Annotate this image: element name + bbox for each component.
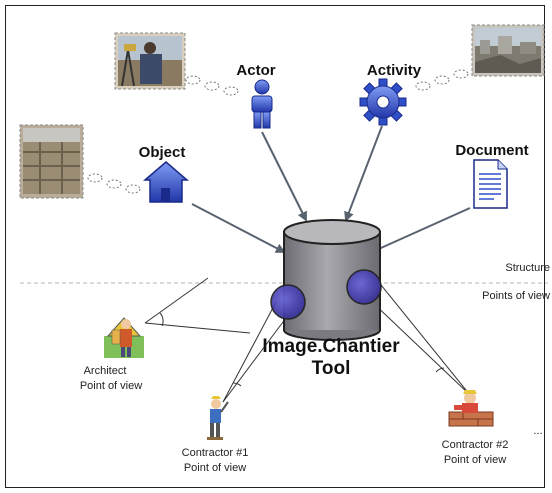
actor-photo (114, 32, 186, 90)
points-of-view-label: Points of view (482, 290, 550, 302)
contractor2-label-line1: Contractor #2 (442, 439, 509, 451)
contractor1-view-lines (222, 301, 287, 403)
actor-label: Actor (236, 62, 275, 79)
tool-title-line2: Tool (312, 358, 351, 379)
activity-arrow (344, 125, 383, 222)
architect-label-line2: Point of view (80, 380, 142, 392)
activity-photo-link (415, 69, 469, 91)
architect-view-lines (144, 277, 251, 334)
worker-icon (207, 396, 229, 440)
diagram-frame (5, 5, 545, 488)
document-icon (473, 159, 508, 209)
cylinder-icon (270, 219, 382, 341)
contractor2-view-lines (369, 284, 471, 396)
lens-left (270, 284, 306, 320)
mason-icon (448, 390, 494, 427)
document-label: Document (455, 142, 528, 159)
object-photo (19, 124, 84, 199)
structure-label: Structure (505, 262, 550, 274)
document-arrow (370, 207, 471, 254)
activity-label: Activity (367, 62, 422, 79)
contractor2-label-line2: Point of view (444, 454, 506, 466)
architect-label-line1: Architect (84, 365, 127, 377)
lens-right (346, 269, 382, 305)
activity-photo (471, 24, 545, 77)
tool-title-line1: Image.Chantier (262, 336, 400, 357)
actor-arrow (261, 131, 307, 222)
gear-icon (359, 78, 407, 126)
object-arrow (191, 203, 286, 253)
architect-icon (104, 317, 144, 358)
object-photo-link (87, 173, 141, 194)
contractor1-label-line2: Point of view (184, 462, 246, 474)
house-icon (142, 161, 190, 203)
object-label: Object (139, 144, 186, 161)
actor-photo-link (185, 75, 239, 96)
person-icon (251, 79, 273, 129)
more-ellipsis: ... (533, 425, 542, 437)
contractor1-label-line1: Contractor #1 (182, 447, 249, 459)
